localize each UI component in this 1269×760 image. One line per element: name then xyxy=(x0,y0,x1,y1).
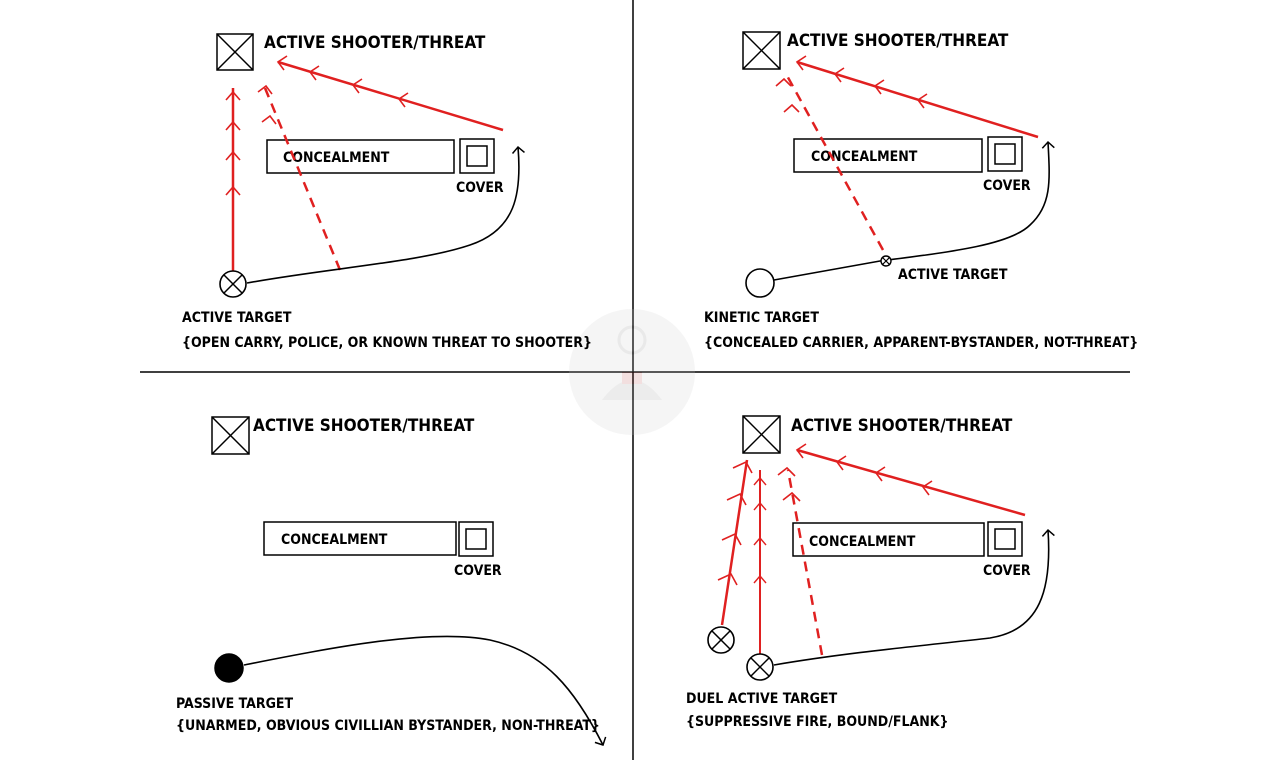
active-target-small-marker xyxy=(880,255,892,267)
concealment-label: CONCEALMENT xyxy=(809,534,916,550)
concealment-label: CONCEALMENT xyxy=(283,150,390,166)
quadrant-bottom-right: ACTIVE SHOOTER/THREAT CONCEALMENT COVER xyxy=(686,415,1055,730)
shooter-label: ACTIVE SHOOTER/THREAT xyxy=(264,33,486,53)
cover-box xyxy=(987,136,1023,172)
movement-arrow xyxy=(246,145,525,284)
active-target-label: ACTIVE TARGET xyxy=(898,267,1008,283)
concealment-label: CONCEALMENT xyxy=(811,149,918,165)
return-fire-line xyxy=(796,448,1026,517)
dashed-fire-line xyxy=(786,469,824,656)
target-title: PASSIVE TARGET xyxy=(176,696,294,712)
cover-label: COVER xyxy=(983,563,1031,579)
shooter-label: ACTIVE SHOOTER/THREAT xyxy=(253,416,475,436)
concealment-box xyxy=(266,139,455,174)
target-description: {CONCEALED CARRIER, APPARENT-BYSTANDER, … xyxy=(704,335,1138,351)
shooter-box xyxy=(742,415,781,454)
flank-target-marker xyxy=(707,626,735,654)
shooter-label: ACTIVE SHOOTER/THREAT xyxy=(787,31,1009,51)
target-description: {SUPPRESSIVE FIRE, BOUND/FLANK} xyxy=(686,714,949,730)
shooter-box xyxy=(216,33,254,71)
concealment-box xyxy=(793,138,983,173)
movement-arrow xyxy=(773,528,1055,666)
concealment-box xyxy=(263,521,457,556)
kinetic-target-marker xyxy=(745,268,775,298)
passive-target-marker xyxy=(214,653,244,683)
cover-label: COVER xyxy=(456,180,504,196)
fire-chevrons xyxy=(225,90,241,196)
movement-arrow xyxy=(773,140,1055,281)
movement-arrow xyxy=(243,635,607,746)
shooter-box xyxy=(211,416,250,455)
shooter-label: ACTIVE SHOOTER/THREAT xyxy=(791,416,1013,436)
fire-chevrons xyxy=(753,476,767,584)
return-chevrons xyxy=(276,55,409,108)
return-chevrons xyxy=(795,55,928,109)
duel-target-marker xyxy=(746,653,774,681)
dashed-chevrons xyxy=(257,84,277,125)
concealment-label: CONCEALMENT xyxy=(281,532,388,548)
target-title: KINETIC TARGET xyxy=(704,310,819,326)
dashed-chevrons xyxy=(777,466,801,502)
shooter-box xyxy=(742,31,781,70)
quadrant-top-right: ACTIVE SHOOTER/THREAT CONCEALMENT COVER … xyxy=(704,31,1138,351)
watermark-seal xyxy=(569,309,695,435)
cover-label: COVER xyxy=(454,563,502,579)
target-description: {OPEN CARRY, POLICE, OR KNOWN THREAT TO … xyxy=(182,335,592,351)
target-title: ACTIVE TARGET xyxy=(182,310,292,326)
target-title: DUEL ACTIVE TARGET xyxy=(686,691,838,707)
target-description: {UNARMED, OBVIOUS CIVILLIAN BYSTANDER, N… xyxy=(176,718,600,734)
cover-box xyxy=(987,521,1023,557)
quadrant-top-left: ACTIVE SHOOTER/THREAT CONCEALMENT COVER … xyxy=(182,33,592,351)
flank-chevrons xyxy=(717,460,753,586)
quadrant-bottom-left: ACTIVE SHOOTER/THREAT CONCEALMENT COVER … xyxy=(176,416,607,746)
active-target-marker xyxy=(219,270,247,298)
dashed-fire-line xyxy=(263,87,342,271)
flank-fire-line xyxy=(720,459,749,626)
dashed-chevrons xyxy=(775,77,800,113)
return-chevrons xyxy=(795,443,933,496)
cover-box xyxy=(458,521,494,557)
concealment-box xyxy=(792,522,985,557)
cover-label: COVER xyxy=(983,178,1031,194)
cover-box xyxy=(459,138,495,174)
return-fire-line xyxy=(277,60,504,132)
